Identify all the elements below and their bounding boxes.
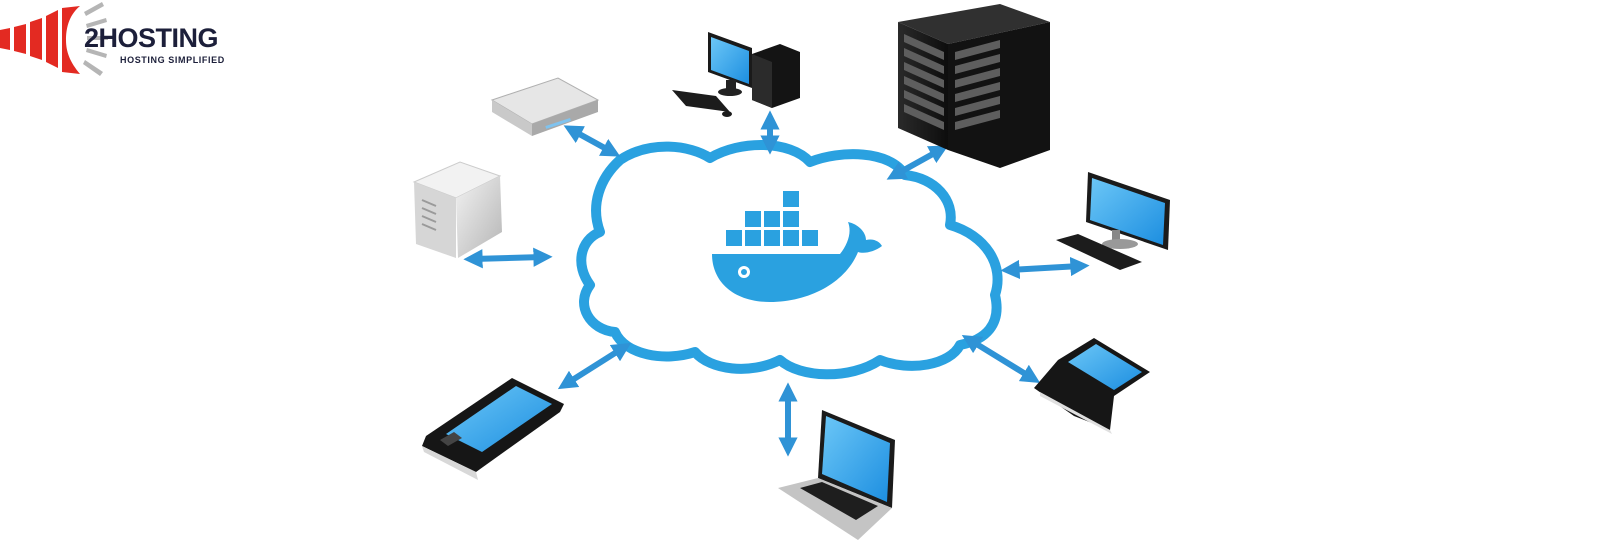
arrow-network-box: [563, 125, 621, 157]
laptop-icon: [778, 410, 895, 540]
network-appliance-icon: [490, 77, 600, 136]
arrow-smartphone-right: [961, 334, 1041, 384]
tower-server-icon: [412, 161, 502, 258]
desktop-computer-icon: [672, 32, 800, 117]
logo-name: 2HOSTING: [84, 23, 219, 53]
logo-tagline: HOSTING SIMPLIFIED: [120, 55, 225, 65]
arrow-server-rack: [886, 145, 949, 180]
arrow-tower-server: [463, 247, 553, 269]
docker-whale-icon: [712, 191, 882, 302]
server-rack-icon: [898, 4, 1050, 168]
monitor-keyboard-icon: [1056, 172, 1170, 270]
hello2hosting-logo: 2HOSTING HOSTING SIMPLIFIED: [0, 0, 240, 84]
arrow-monitor: [1000, 256, 1090, 280]
smartphone-icon: [422, 378, 564, 480]
logo-mark: [0, 2, 108, 76]
smartphone-icon: [1034, 338, 1150, 434]
connection-arrows: [463, 110, 1090, 457]
arrow-smartphone-left: [557, 342, 632, 390]
